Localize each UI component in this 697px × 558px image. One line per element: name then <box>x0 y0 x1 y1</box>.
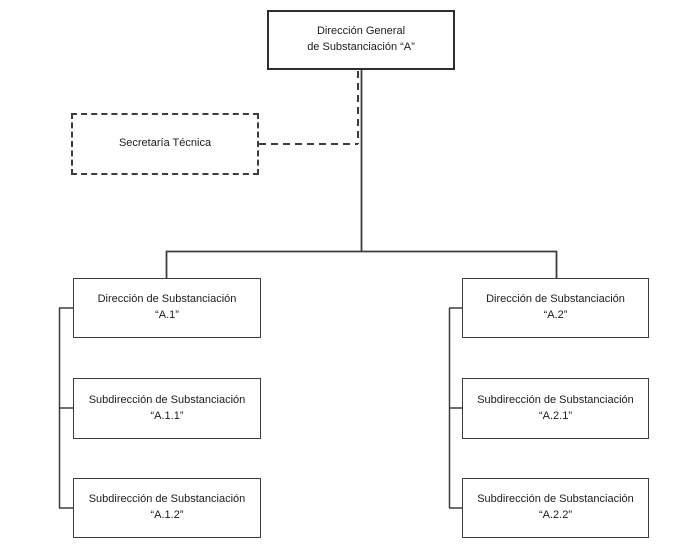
org-box-subdireccion-a12: Subdirección de Substanciación “A.1.2” <box>73 478 261 538</box>
org-box-label-line1: Subdirección de Substanciación <box>88 393 246 406</box>
org-box-subdireccion-a22: Subdirección de Substanciación “A.2.2” <box>462 478 649 538</box>
org-box-label-line2: “A.2.2” <box>538 509 572 521</box>
org-box-label-line1: Dirección General <box>316 25 406 38</box>
org-box-label-line1: Dirección de Substanciación <box>97 293 237 306</box>
org-box-label-line2: “A.2” <box>543 309 568 321</box>
org-box-subdireccion-a21: Subdirección de Substanciación “A.2.1” <box>462 378 649 439</box>
org-box-label-line2: “A.1.1” <box>150 409 184 422</box>
org-box-label-line2: de Substanciación “A” <box>307 41 415 53</box>
org-box-direccion-a1: Dirección de Substanciación “A.1” <box>73 278 261 338</box>
org-box-label-line1: Subdirección de Substanciación <box>477 393 634 406</box>
org-box-label: Secretaría Técnica <box>118 137 212 150</box>
org-box-subdireccion-a11: Subdirección de Substanciación “A.1.1” <box>73 378 261 439</box>
org-box-direccion-general-a: Dirección General de Substanciación “A” <box>267 10 455 70</box>
org-box-label-line2: “A.2.1” <box>538 409 572 422</box>
org-box-label-line2: “A.1.2” <box>150 509 184 521</box>
org-box-label-line1: Subdirección de Substanciación <box>477 493 634 506</box>
org-box-label-line2: “A.1” <box>155 309 179 321</box>
org-box-secretaria-tecnica: Secretaría Técnica <box>71 113 259 175</box>
org-box-label-line1: Dirección de Substanciación <box>486 293 625 306</box>
org-box-direccion-a2: Dirección de Substanciación “A.2” <box>462 278 649 338</box>
org-box-label-line1: Subdirección de Substanciación <box>88 493 246 506</box>
